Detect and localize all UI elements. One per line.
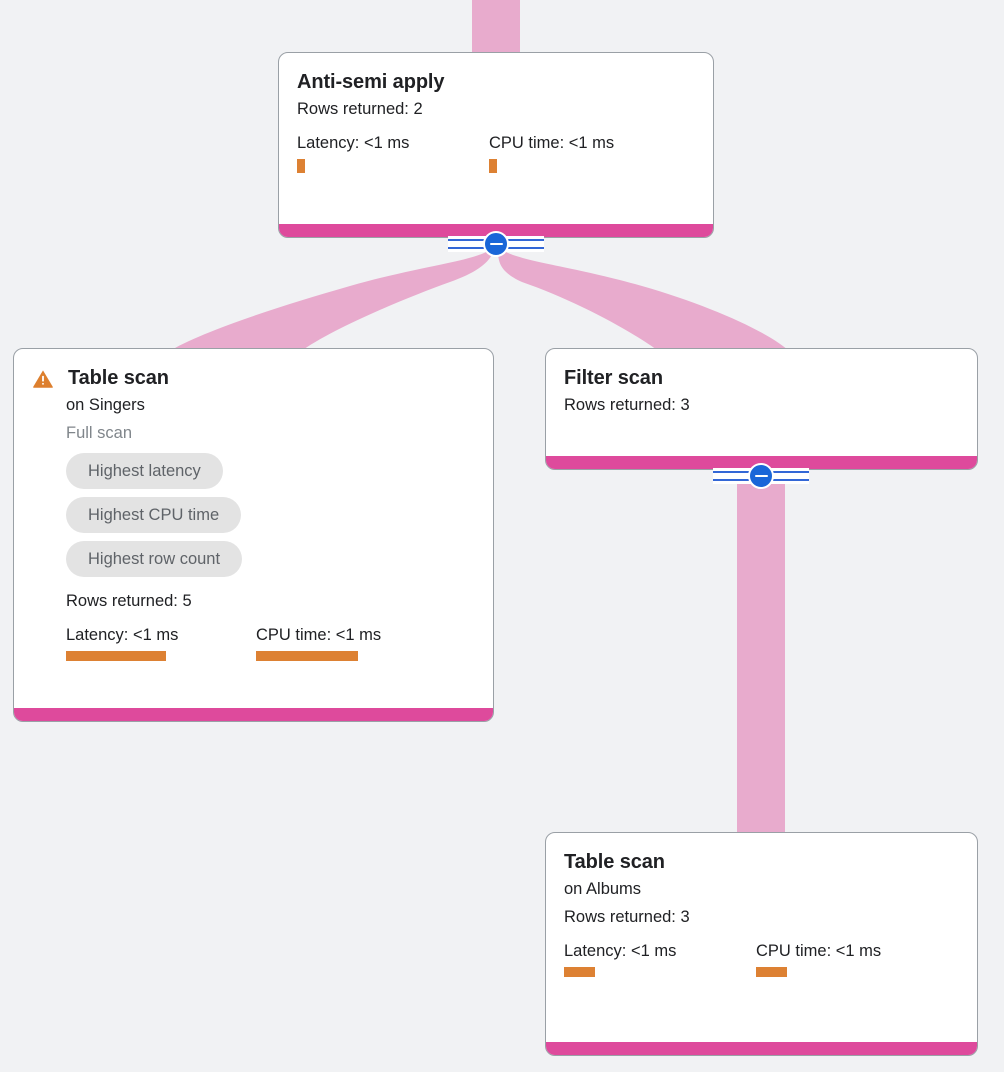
metric-latency: Latency: <1 ms [564,939,756,977]
badge-highest-latency[interactable]: Highest latency [66,453,223,489]
metric-latency: Latency: <1 ms [66,623,256,661]
node-body: Table scan on Albums Rows returned: 3 La… [546,833,977,1042]
cpu-time-bar [756,967,787,977]
node-header: Anti-semi apply [297,69,695,95]
node-title: Table scan [564,851,665,873]
node-subtitle: on Singers [66,396,145,414]
node-header: Table scan [32,365,475,391]
latency-bar [297,159,305,173]
node-subtitle: on Albums [564,880,642,898]
metric-cpu-time: CPU time: <1 ms [489,131,614,173]
cpu-time-bar [256,651,358,661]
latency-label: Latency: <1 ms [297,134,410,152]
node-body: Filter scan Rows returned: 3 [546,349,977,456]
node-accent-bar [546,456,977,469]
minus-glyph [754,474,768,478]
warning-triangle-icon [33,370,53,388]
node-body: Table scan on Singers Full scan Highest … [14,349,493,708]
node-details: on Singers Full scan Highest latency Hig… [32,391,475,661]
collapse-toggle-filter-scan[interactable] [713,463,809,489]
edge-antisemi-to-table-scan-singers [168,250,494,352]
collapse-toggle-anti-semi-apply[interactable] [448,231,544,257]
metric-latency: Latency: <1 ms [297,131,489,173]
collapse-minus-icon[interactable] [748,463,774,489]
node-header: Filter scan [564,365,959,391]
latency-label: Latency: <1 ms [66,626,179,644]
cpu-time-bar [489,159,497,173]
minus-glyph [489,242,503,246]
metrics-row: Latency: <1 ms CPU time: <1 ms [66,623,475,661]
node-title: Filter scan [564,367,663,389]
badge-highest-cpu-time[interactable]: Highest CPU time [66,497,242,533]
edge-incoming-root [472,0,520,52]
rows-returned: Rows returned: 5 [66,592,192,610]
cpu-time-label: CPU time: <1 ms [756,942,882,960]
rows-returned: Rows returned: 2 [297,100,423,118]
latency-bar [564,967,595,977]
metric-cpu-time: CPU time: <1 ms [256,623,381,661]
rows-returned: Rows returned: 3 [564,396,690,414]
node-anti-semi-apply[interactable]: Anti-semi apply Rows returned: 2 Latency… [278,52,714,238]
badge-list: Highest latency Highest CPU time Highest… [66,453,475,585]
node-table-scan-singers[interactable]: Table scan on Singers Full scan Highest … [13,348,494,722]
node-title: Anti-semi apply [297,71,445,93]
collapse-minus-icon[interactable] [483,231,509,257]
node-table-scan-albums[interactable]: Table scan on Albums Rows returned: 3 La… [545,832,978,1056]
badge-highest-row-count[interactable]: Highest row count [66,541,243,577]
latency-label: Latency: <1 ms [564,942,677,960]
scan-type: Full scan [66,424,133,442]
cpu-time-label: CPU time: <1 ms [256,626,382,644]
node-header: Table scan [564,849,959,875]
edge-filter-scan-to-table-scan-albums [737,472,785,834]
node-accent-bar [14,708,493,721]
edge-antisemi-to-filter-scan [498,250,790,352]
metrics-row: Latency: <1 ms CPU time: <1 ms [564,939,959,977]
node-body: Anti-semi apply Rows returned: 2 Latency… [279,53,713,224]
latency-bar [66,651,166,661]
node-accent-bar [279,224,713,237]
node-filter-scan[interactable]: Filter scan Rows returned: 3 [545,348,978,470]
rows-returned: Rows returned: 3 [564,908,690,926]
node-title: Table scan [68,367,169,389]
metric-cpu-time: CPU time: <1 ms [756,939,881,977]
cpu-time-label: CPU time: <1 ms [489,134,615,152]
metrics-row: Latency: <1 ms CPU time: <1 ms [297,131,695,173]
node-accent-bar [546,1042,977,1055]
